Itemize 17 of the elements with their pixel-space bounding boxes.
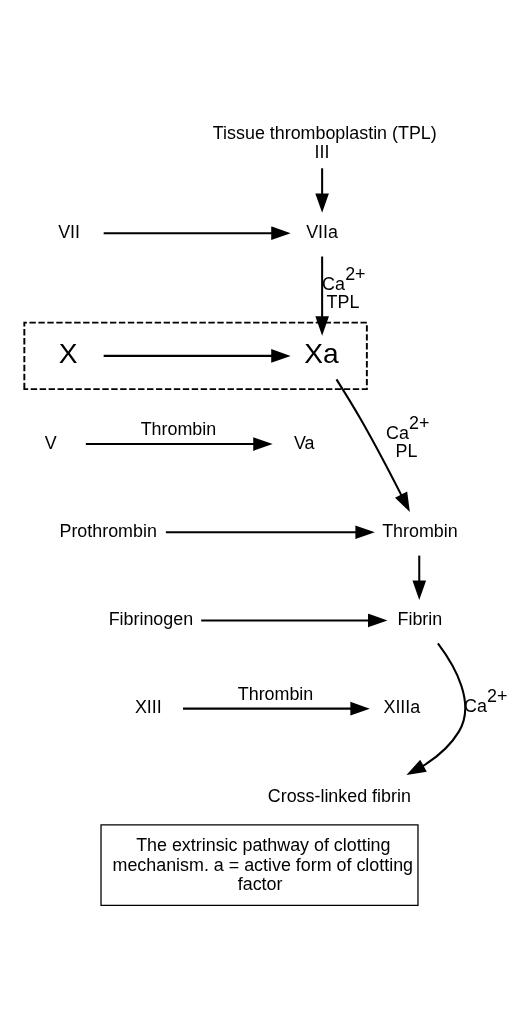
node-text: X: [58, 337, 78, 369]
node-text: Thrombin: [381, 520, 458, 541]
node-text: V: [44, 432, 57, 453]
caption: The extrinsic pathway of clotting mechanism. a = active form of clotting factor: [112, 834, 413, 894]
edge-label: Thrombin: [140, 418, 216, 439]
node-text: Va: [293, 432, 315, 453]
node-text: Prothrombin: [58, 520, 157, 541]
node-text: Xa: [303, 337, 339, 369]
node-text: VII: [57, 221, 80, 242]
node-text: Tissue thromboplastin (TPL) III: [212, 122, 437, 162]
node-text: VIIa: [305, 221, 338, 242]
node-text: Fibrin: [397, 608, 442, 629]
node-text: Fibrinogen: [108, 608, 193, 629]
edge-label: Thrombin: [237, 683, 313, 704]
node-text: Cross-linked fibrin: [267, 785, 411, 806]
node-text: XIII: [134, 696, 162, 717]
node-text: XIIIa: [382, 696, 420, 717]
